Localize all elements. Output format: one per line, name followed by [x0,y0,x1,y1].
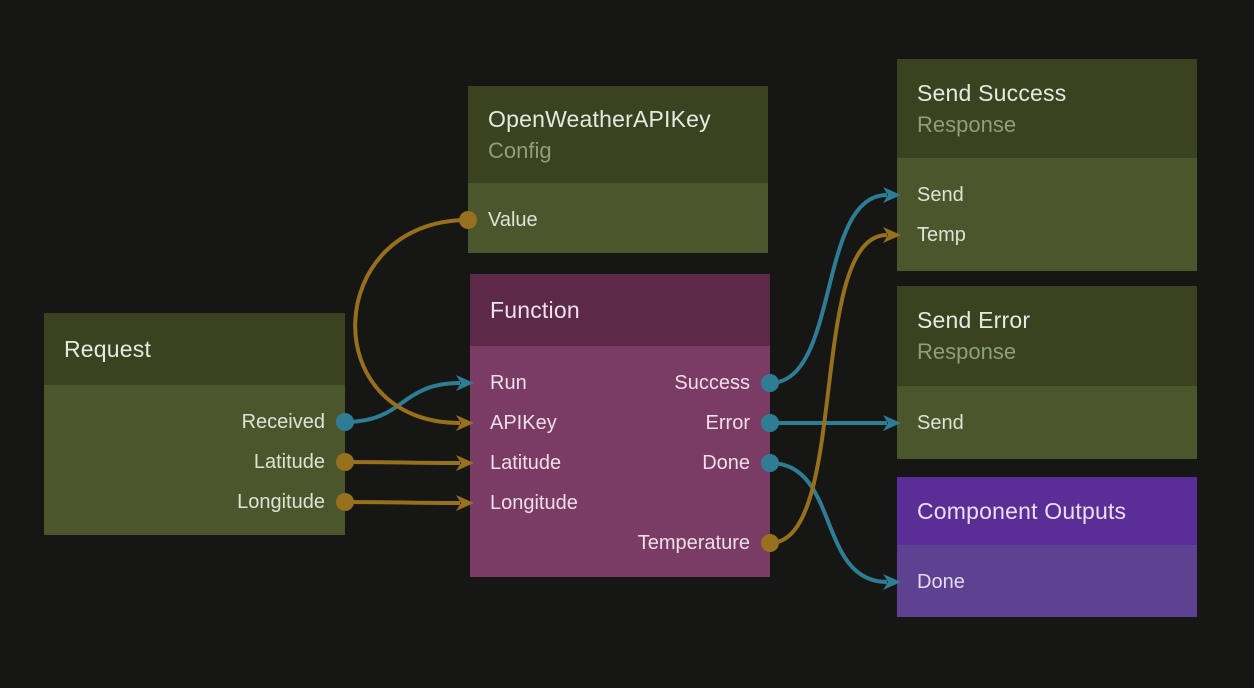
node-title: Function [490,296,580,323]
edge-openweatherapikey.value-function.apikey[interactable] [353,218,469,425]
node-title: OpenWeatherAPIKey [488,105,711,132]
port-label-function-success: Success [674,371,750,394]
port-row: Temp [897,215,1197,255]
node-header: Request [44,313,345,385]
node-title: Send Error [917,307,1031,333]
port-dot-request.longitude[interactable] [336,493,354,511]
edge-function.success-send_success.send[interactable] [769,193,888,385]
edge-request.longitude-function.longitude[interactable] [344,500,461,505]
port-label-function-apikey: APIKey [490,411,557,434]
port-label-component_outputs-done: Done [917,570,965,593]
port-row: APIKey Error [470,403,770,443]
port-arrow-send_error.send[interactable] [883,415,901,431]
port-dot-function.success[interactable] [761,374,779,392]
node-body: Value [468,183,768,253]
port-label-request-received: Received [241,410,325,433]
port-dot-function.error[interactable] [761,414,779,432]
node-header: Component Outputs [897,477,1197,545]
port-dot-request.received[interactable] [336,413,354,431]
port-label-function-error: Error [705,411,750,434]
port-label-request-latitude: Latitude [253,450,325,473]
port-arrow-function.apikey[interactable] [456,415,474,431]
port-row: Received [44,402,345,442]
edge-function.done-component_outputs.done[interactable] [769,461,888,584]
port-arrow-function.longitude[interactable] [456,495,474,511]
port-label-request-longitude: Longitude [237,490,325,513]
port-arrow-send_success.send[interactable] [883,187,901,203]
node-subtitle: Response [917,111,1017,137]
edge-request.latitude-function.latitude[interactable] [344,460,461,465]
node-body: Send [897,386,1197,459]
port-label-function-done: Done [702,451,750,474]
port-dot-request.latitude[interactable] [336,453,354,471]
node-title: Send Success [917,79,1067,106]
port-label-send_error-send: Send [917,411,964,434]
port-row: Run Success [470,363,770,403]
port-row: Latitude Done [470,443,770,483]
port-label-function-temperature: Temperature [637,531,750,554]
port-arrow-send_success.temp[interactable] [883,227,901,243]
port-row: Latitude [44,442,345,482]
node-subtitle: Response [917,339,1017,364]
port-label-send_success-temp: Temp [917,223,966,246]
port-dot-openweatherapikey.value[interactable] [459,211,477,229]
port-arrow-component_outputs.done[interactable] [883,574,901,590]
port-arrow-function.run[interactable] [456,375,474,391]
port-row: Send [897,403,1197,443]
node-body: Done [897,545,1197,617]
port-label-function-run: Run [490,371,527,394]
edge-function.temperature-send_success.temp[interactable] [769,233,888,545]
port-label-openweatherapikey-value: Value [488,208,538,231]
edge-request.received-function.run[interactable] [344,381,461,424]
port-row: Done [897,562,1197,602]
port-dot-function.done[interactable] [761,454,779,472]
port-row: Value [468,200,768,240]
port-label-send_success-send: Send [917,183,964,206]
port-label-function-longitude: Longitude [490,491,578,514]
node-title: Component Outputs [917,497,1127,524]
port-arrow-function.latitude[interactable] [456,455,474,471]
node-title: Request [64,335,152,362]
port-row: Send [897,175,1197,215]
port-row: Longitude [470,483,770,523]
port-row: Temperature [470,523,770,563]
node-subtitle: Config [488,137,552,163]
port-label-function-latitude: Latitude [490,451,562,474]
port-row: Longitude [44,482,345,522]
node-header: Function [470,274,770,346]
port-dot-function.temperature[interactable] [761,534,779,552]
